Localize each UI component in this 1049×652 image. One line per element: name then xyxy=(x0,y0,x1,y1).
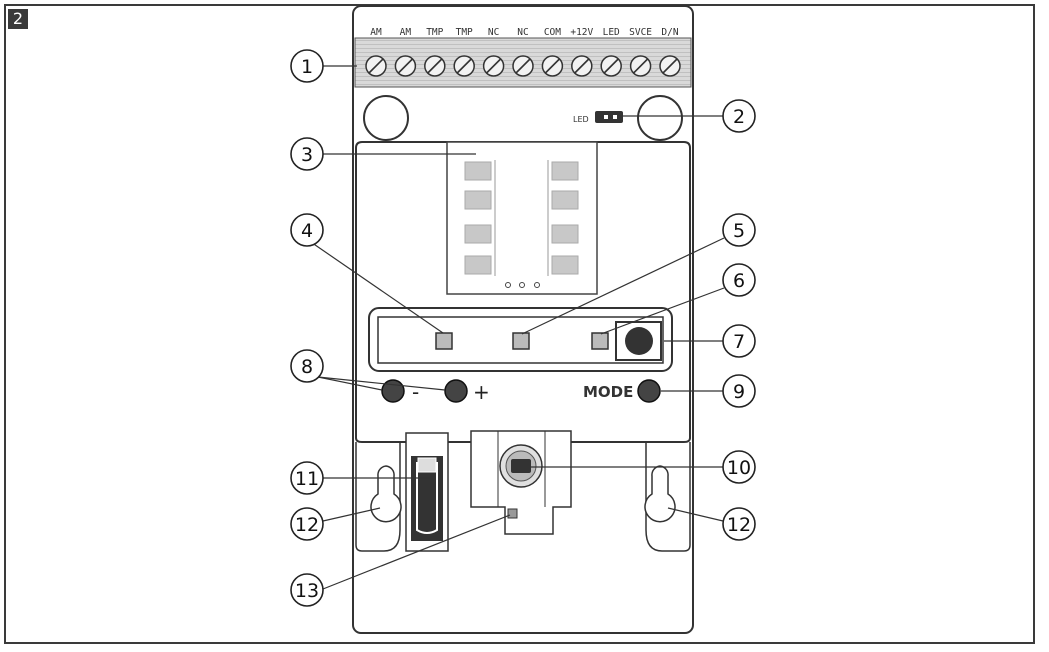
terminal-screw[interactable] xyxy=(629,55,652,77)
terminal-screw[interactable] xyxy=(571,55,593,77)
module-pad xyxy=(464,161,492,181)
jumper-pin xyxy=(613,115,617,119)
terminal-label: LED xyxy=(603,27,620,38)
svg-text:11: 11 xyxy=(295,468,319,490)
module-dot xyxy=(534,282,540,288)
terminal-screw[interactable] xyxy=(659,55,681,77)
module-pad xyxy=(464,224,492,244)
terminal-label: TMP xyxy=(456,27,473,38)
led-indicator-4 xyxy=(435,332,453,350)
sensor-led xyxy=(507,508,518,519)
callout-12-right: 12 xyxy=(722,507,756,541)
callout-2: 2 xyxy=(722,99,756,133)
terminal-label: TMP xyxy=(426,27,443,38)
tamper-switch[interactable] xyxy=(625,327,653,355)
reed-switch-contact xyxy=(416,462,438,534)
callout-9: 9 xyxy=(722,374,756,408)
keyhole-right xyxy=(644,465,676,523)
callout-4: 4 xyxy=(290,213,324,247)
svg-text:2: 2 xyxy=(733,106,745,128)
module-pad xyxy=(464,255,492,275)
module-pad xyxy=(551,190,579,210)
svg-text:1: 1 xyxy=(301,56,313,78)
module-dot xyxy=(519,282,525,288)
terminal-label: NC xyxy=(517,27,528,38)
callout-8: 8 xyxy=(290,349,324,383)
callout-13: 13 xyxy=(290,573,324,607)
terminal-screw[interactable] xyxy=(424,55,446,77)
svg-text:8: 8 xyxy=(301,356,313,378)
terminal-label: D/N xyxy=(661,27,678,38)
minus-label: - xyxy=(412,380,419,404)
figure-number: 2 xyxy=(8,9,28,29)
terminal-label: SVCE xyxy=(629,27,652,38)
terminal-screw[interactable] xyxy=(365,55,387,77)
svg-text:5: 5 xyxy=(733,220,745,242)
plus-label: + xyxy=(473,380,490,404)
module-pad xyxy=(551,224,579,244)
terminal-label: COM xyxy=(544,27,561,38)
callout-6: 6 xyxy=(722,263,756,297)
terminal-label: AM xyxy=(400,27,412,38)
svg-text:12: 12 xyxy=(727,514,751,536)
terminal-screw[interactable] xyxy=(394,55,417,77)
svg-text:9: 9 xyxy=(733,381,745,403)
terminal-screw[interactable] xyxy=(512,55,534,77)
lower-panel-right xyxy=(645,442,691,552)
module-pad xyxy=(464,190,492,210)
terminal-screw[interactable] xyxy=(541,55,564,77)
mounting-hole-right xyxy=(637,95,683,141)
sensor-element xyxy=(511,459,531,473)
svg-text:12: 12 xyxy=(295,514,319,536)
callout-5: 5 xyxy=(722,213,756,247)
terminal-label: AM xyxy=(370,27,382,38)
mode-label: MODE xyxy=(583,383,633,401)
callout-11: 11 xyxy=(290,461,324,495)
led-indicator-5 xyxy=(512,332,530,350)
mounting-hole-left xyxy=(363,95,409,141)
svg-text:7: 7 xyxy=(733,331,745,353)
callout-1: 1 xyxy=(290,49,324,83)
module-dot xyxy=(505,282,511,288)
callout-7: 7 xyxy=(722,324,756,358)
module-pad xyxy=(551,161,579,181)
module-pad xyxy=(551,255,579,275)
lower-panel-left xyxy=(355,442,401,552)
svg-text:6: 6 xyxy=(733,270,745,292)
plus-button[interactable] xyxy=(444,379,468,403)
svg-text:13: 13 xyxy=(295,580,319,602)
led-jumper-label: LED xyxy=(573,115,589,124)
reed-switch-head xyxy=(417,457,437,473)
callout-10: 10 xyxy=(722,450,756,484)
jumper-pin xyxy=(604,115,608,119)
terminal-screw[interactable] xyxy=(600,55,622,77)
svg-text:3: 3 xyxy=(301,144,313,166)
callout-3: 3 xyxy=(290,137,324,171)
led-indicator-6 xyxy=(591,332,609,350)
leader-lines xyxy=(304,65,725,590)
mode-button[interactable] xyxy=(637,379,661,403)
svg-text:4: 4 xyxy=(301,220,313,242)
led-jumper[interactable] xyxy=(595,111,623,123)
callout-12-left: 12 xyxy=(290,507,324,541)
svg-text:10: 10 xyxy=(727,457,751,479)
terminal-screw[interactable] xyxy=(453,55,475,77)
terminal-screw[interactable] xyxy=(482,55,505,77)
terminal-label: +12V xyxy=(570,27,593,38)
terminal-label: NC xyxy=(488,27,499,38)
